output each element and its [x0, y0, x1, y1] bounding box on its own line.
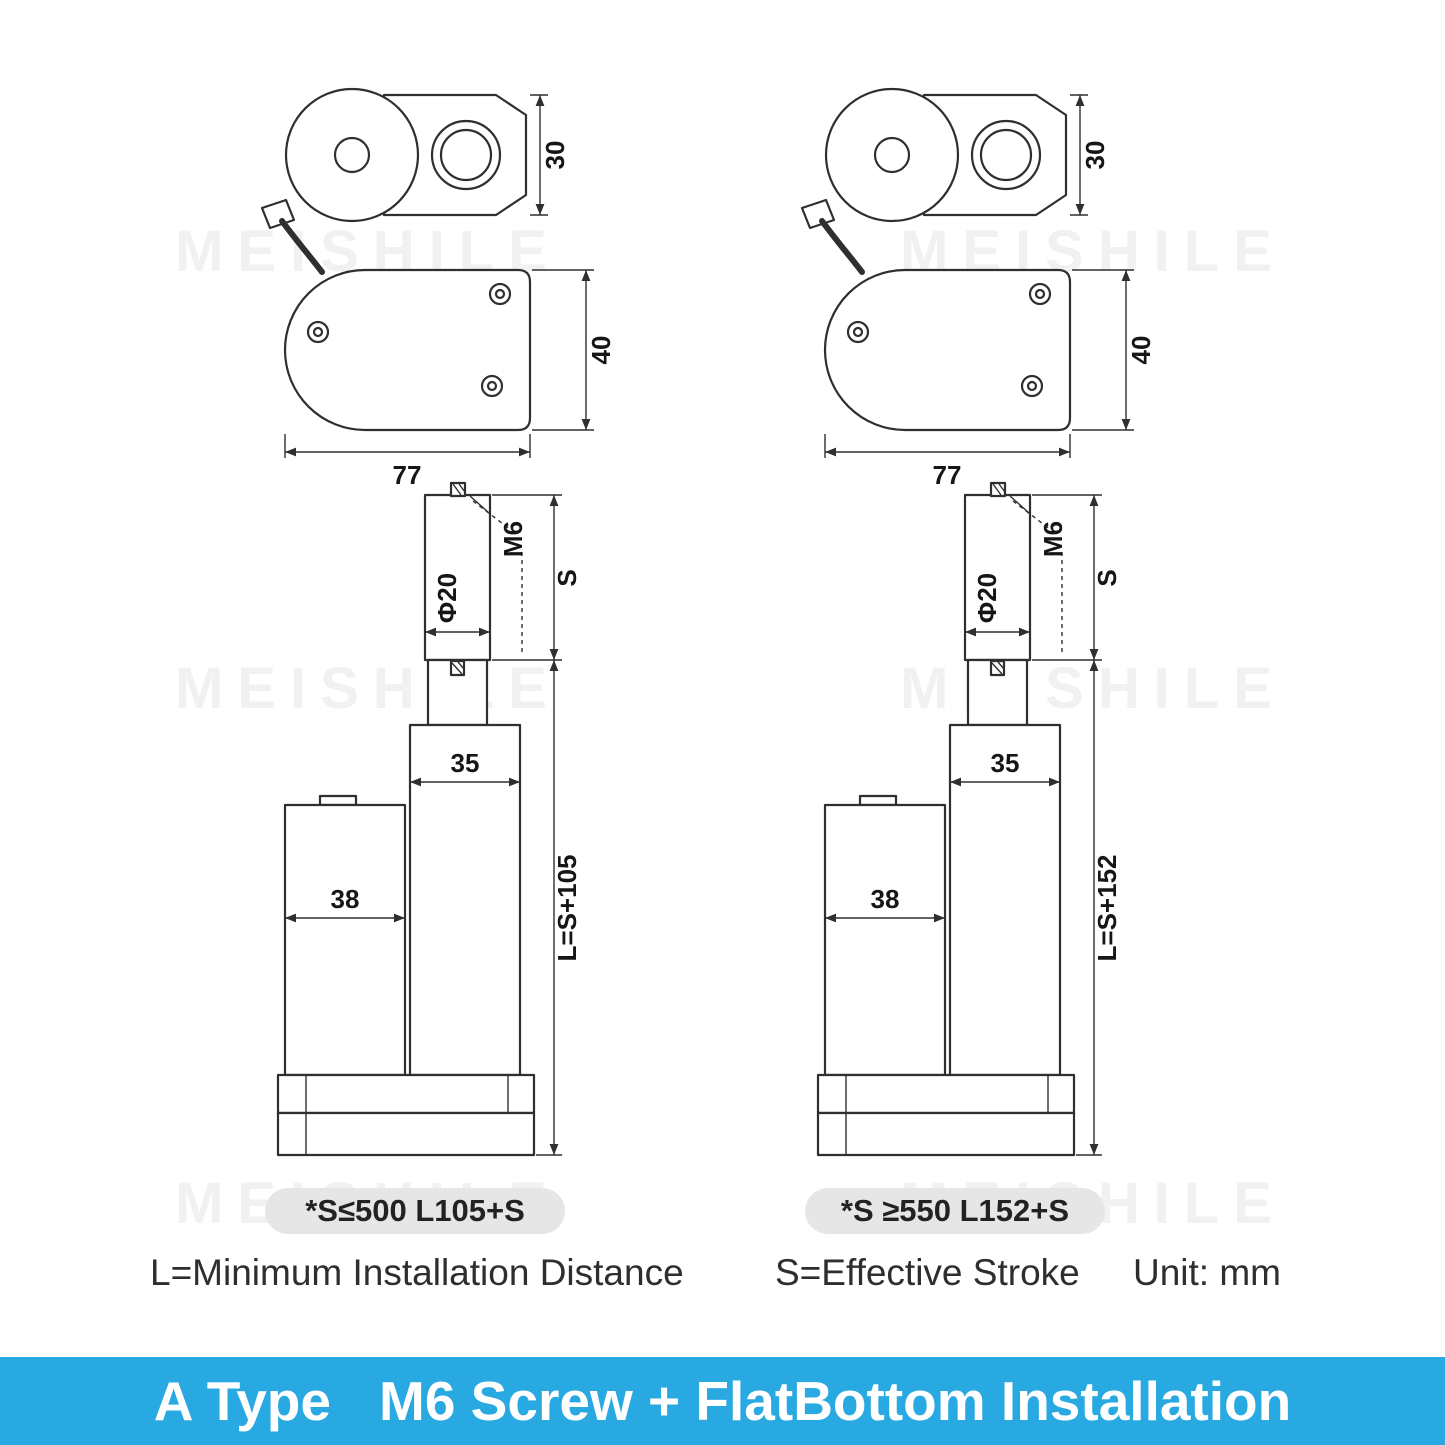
banner-type-label: A Type	[153, 1370, 331, 1432]
banner-title: M6 Screw + FlatBottom Installation	[379, 1370, 1292, 1432]
drawing-right-host: 30 40 77 M6 Φ20 35 38	[710, 60, 1180, 1250]
rod-bushing-inner	[979, 128, 1033, 182]
dim-label-screw: M6	[498, 521, 528, 557]
neck-screw-hatch	[991, 661, 1005, 675]
dim-label-top-height: 30	[540, 141, 570, 170]
dim-label-motor-width: 38	[871, 884, 900, 914]
top-view-left: 30	[284, 87, 570, 223]
dim-label-tube-width: 35	[991, 748, 1020, 778]
dim-extension-lines	[824, 434, 1071, 458]
note-highlight	[805, 1188, 1105, 1234]
neck-screw-hatch	[451, 661, 465, 675]
legend-l-definition: L=Minimum Installation Distance	[150, 1252, 684, 1293]
note-badge-right: *S ≥550 L152+S	[805, 1188, 1105, 1234]
drawing-column-left: 30 40 77 M6 Φ20 35 38	[260, 87, 616, 1234]
base-plate-upper	[816, 1073, 1076, 1115]
bottom-banner: A Type M6 Screw + FlatBottom Installatio…	[0, 1357, 1445, 1445]
dim-label-side-width: 77	[393, 460, 422, 490]
base-detail-lines	[305, 1075, 509, 1155]
legend-unit: Unit: mm	[1133, 1252, 1281, 1293]
drawing-left-host: 30 40 77 M6 Φ20 35 38	[170, 60, 640, 1250]
dim-label-length: L=S+105	[552, 855, 582, 962]
dim-label-motor-width: 38	[331, 884, 360, 914]
watermark-text: MEISHILE	[900, 656, 1286, 721]
side-view-left: 40 77	[260, 198, 616, 490]
side-body-outline	[823, 268, 1072, 432]
dim-label-tube-width: 35	[451, 748, 480, 778]
side-view-right: 40 77	[800, 198, 1156, 490]
dim-label-length: L=S+152	[1092, 855, 1122, 962]
top-view-right: 30	[824, 87, 1110, 223]
dim-extension-lines	[284, 434, 531, 458]
front-view-left: M6 Φ20 35 38 S L=S+105	[276, 481, 582, 1157]
motor-bump	[318, 794, 358, 807]
note-text: *S ≥550 L152+S	[841, 1193, 1069, 1228]
cable-plug	[260, 198, 296, 230]
screw-hole-center	[486, 380, 498, 392]
base-plate-upper	[276, 1073, 536, 1115]
motor-end-hole	[333, 136, 371, 174]
m6-leader	[1012, 500, 1063, 656]
note-highlight	[265, 1188, 565, 1234]
m6-leader	[472, 500, 523, 656]
front-view-right: M6 Φ20 35 38 S L=S+152	[816, 481, 1122, 1157]
base-detail-lines	[845, 1075, 1049, 1155]
legend-row: L=Minimum Installation Distance S=Effect…	[0, 1252, 1445, 1302]
dim-label-side-height: 40	[1126, 336, 1156, 365]
power-cable	[279, 218, 325, 275]
dim-label-rod-diameter: Φ20	[972, 573, 1002, 623]
dim-label-stroke: S	[552, 569, 582, 586]
dim-label-screw: M6	[1038, 521, 1068, 557]
legend-s-definition: S=Effective Stroke	[775, 1252, 1080, 1293]
dim-label-top-height: 30	[1080, 141, 1110, 170]
note-text: *S≤500 L105+S	[305, 1193, 525, 1228]
screw-hole-center	[312, 326, 324, 338]
cable-plug	[800, 198, 836, 230]
motor-housing	[823, 803, 947, 1077]
rod-chamfer	[469, 495, 490, 514]
screw-hatch	[992, 483, 1006, 496]
dim-label-stroke: S	[1092, 569, 1122, 586]
note-badge-left: *S≤500 L105+S	[265, 1188, 565, 1234]
dim-extension-lines	[1072, 269, 1134, 431]
screw-hole-center	[852, 326, 864, 338]
screw-hole-center	[1034, 288, 1046, 300]
base-plate-lower	[816, 1111, 1076, 1157]
motor-end-hole	[873, 136, 911, 174]
dim-extension-lines	[532, 269, 594, 431]
drawing-column-right: 30 40 77 M6 Φ20 35 38	[800, 87, 1156, 1234]
dim-label-rod-diameter: Φ20	[432, 573, 462, 623]
screw-hole-center	[1026, 380, 1038, 392]
screw-hatch	[452, 483, 466, 496]
rod-chamfer	[1009, 495, 1030, 514]
dim-label-side-width: 77	[933, 460, 962, 490]
side-body-outline	[283, 268, 532, 432]
power-cable	[819, 218, 865, 275]
rod-bushing-inner	[439, 128, 493, 182]
dim-label-side-height: 40	[586, 336, 616, 365]
base-plate-lower	[276, 1111, 536, 1157]
screw-hole-center	[494, 288, 506, 300]
motor-housing	[283, 803, 407, 1077]
motor-bump	[858, 794, 898, 807]
